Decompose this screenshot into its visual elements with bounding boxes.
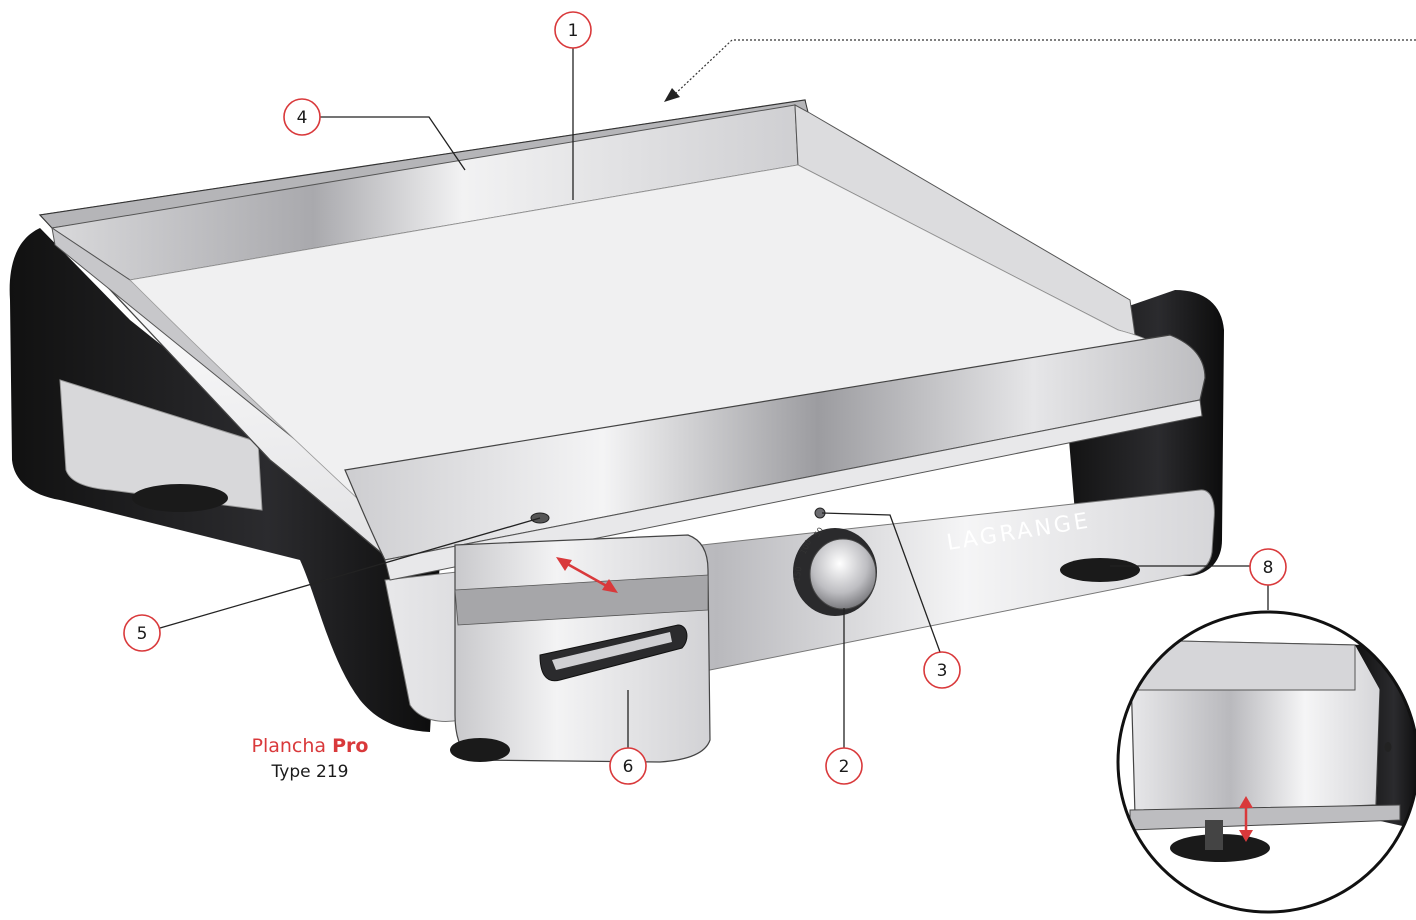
svg-text:6: 6 [623,757,634,777]
zoom-detail-foot [1116,610,1416,914]
product-type: Type 219 [271,762,349,782]
callout-8: 8 [1249,548,1287,586]
foot-height-arrow [1239,796,1253,842]
front-lip-edge [384,399,1203,581]
svg-text:1: 1 [568,21,579,41]
product-name-prefix: Plancha [251,735,327,757]
svg-text:8: 8 [1263,558,1274,578]
product-caption: Plancha Pro Type 219 [220,733,400,785]
drawer-slide-arrow [556,557,618,593]
foot-left-back [132,484,228,512]
callout-4: 4 [283,98,321,136]
callout-2: 2 [825,747,863,785]
leader-4 [320,116,466,171]
svg-text:4: 4 [297,108,308,128]
dotted-pointer-arrow [664,39,1416,102]
leader-3 [821,512,941,653]
svg-text:3: 3 [937,661,948,681]
product-name: Plancha Pro [220,733,400,759]
thermostat-knob: 50 100 150 [792,526,877,616]
svg-text:5: 5 [137,624,148,644]
callout-6: 6 [609,747,647,785]
foot-right [1060,558,1140,582]
callout-5: 5 [123,614,161,652]
dial-mark-3: 150 [792,566,804,583]
grease-drawer [454,534,711,763]
foot-front-left [450,738,510,762]
leader-lines [159,48,1269,748]
callout-1: 1 [554,11,592,49]
svg-text:2: 2 [839,757,850,777]
plancha-appliance: LAGRANGE 50 100 150 [9,99,1224,763]
callout-3: 3 [923,651,961,689]
product-name-bold: Pro [332,735,369,757]
leader-5 [159,517,541,629]
